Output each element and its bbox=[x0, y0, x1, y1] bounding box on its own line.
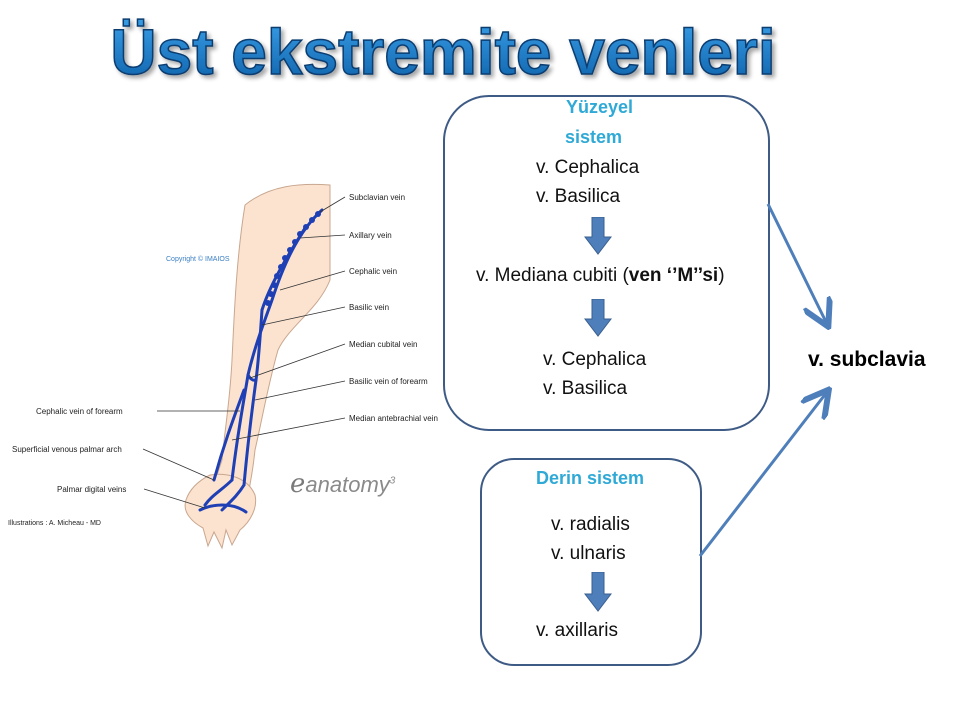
arrow-deep-to-subclavia bbox=[698, 392, 827, 557]
label-basilic-vein-forearm: Basilic vein of forearm bbox=[349, 377, 428, 386]
label-median-antebrachial-vein: Median antebrachial vein bbox=[349, 414, 438, 423]
brand-sup: 3 bbox=[389, 475, 396, 487]
arm-illustration: Subclavian vein Axillary vein Cephalic v… bbox=[0, 150, 450, 570]
copyright-notice: Copyright © IMAIOS bbox=[166, 256, 230, 263]
deep-radialis: v. radialis bbox=[551, 514, 630, 535]
arm-veins-drawing bbox=[142, 183, 346, 550]
e-logo-icon: ℯ bbox=[290, 468, 306, 498]
label-subclavian-vein: Subclavian vein bbox=[349, 193, 406, 202]
deep-ulnaris: v. ulnaris bbox=[551, 543, 626, 564]
slide-title: Üst ekstremite venleri bbox=[110, 15, 777, 88]
superficial-heading-line1: Yüzeyel bbox=[566, 97, 634, 117]
anatomy-brand: ℯanatomy3 bbox=[290, 468, 395, 499]
arrow-superficial-to-subclavia bbox=[766, 203, 827, 324]
label-basilic-vein: Basilic vein bbox=[349, 303, 390, 312]
median-suffix: ) bbox=[718, 265, 725, 286]
label-axillary-vein: Axillary vein bbox=[349, 231, 392, 240]
superficial-heading-line2: sistem bbox=[565, 127, 623, 147]
subclavia-label: v. subclavia bbox=[808, 348, 926, 371]
down-arrow-icon bbox=[584, 572, 612, 612]
brand-text: anatomy bbox=[305, 472, 390, 497]
connector-arrows bbox=[698, 203, 850, 557]
label-cephalic-vein-forearm: Cephalic vein of forearm bbox=[36, 407, 123, 416]
svg-text:Üst ekstremite venleri: Üst ekstremite venleri bbox=[110, 16, 775, 88]
superficial-cephalica-2: v. Cephalica bbox=[543, 349, 647, 370]
deep-axillaris: v. axillaris bbox=[536, 620, 618, 641]
label-palmar-digital-veins: Palmar digital veins bbox=[57, 485, 127, 494]
superficial-basilica-1: v. Basilica bbox=[536, 186, 621, 207]
median-bold: ven ‘’M’’si bbox=[628, 265, 719, 286]
deep-system-box bbox=[480, 458, 702, 666]
label-superficial-palmar-arch: Superficial venous palmar arch bbox=[12, 445, 122, 454]
superficial-basilica-2: v. Basilica bbox=[543, 378, 628, 399]
superficial-system-box bbox=[443, 95, 770, 431]
down-arrow-icon bbox=[584, 217, 612, 255]
median-cubiti-text: v. Mediana cubiti (ven ‘’M’’si) bbox=[476, 265, 725, 287]
label-cephalic-vein: Cephalic vein bbox=[349, 267, 398, 276]
median-prefix: v. Mediana cubiti ( bbox=[476, 265, 629, 286]
illustration-credit: Illustrations : A. Micheau - MD bbox=[8, 520, 101, 527]
label-median-cubital-vein: Median cubital vein bbox=[349, 340, 418, 349]
deep-heading: Derin sistem bbox=[536, 468, 645, 488]
down-arrow-icon bbox=[584, 299, 612, 337]
superficial-cephalica-1: v. Cephalica bbox=[536, 157, 640, 178]
